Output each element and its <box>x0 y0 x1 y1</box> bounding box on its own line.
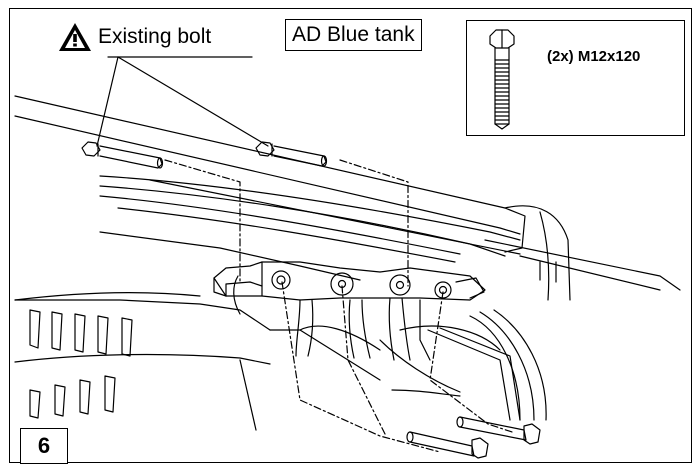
step-number-box: 6 <box>20 428 68 464</box>
nut-1 <box>271 270 291 290</box>
step-number: 6 <box>37 433 51 458</box>
existing-bolt-callout: Existing bolt <box>58 22 211 52</box>
existing-bolt-left <box>81 141 164 169</box>
existing-bolt-label: Existing bolt <box>98 25 212 48</box>
new-bolt-lower <box>406 431 489 459</box>
diagram-title: AD Blue tank <box>285 19 422 51</box>
bolt-hole-2 <box>330 272 354 296</box>
leader-lines <box>96 56 269 147</box>
hex-bolt-icon <box>489 29 515 130</box>
mounting-bracket <box>213 261 486 315</box>
figure-frame <box>9 8 692 463</box>
tank-body <box>14 291 381 431</box>
bolt-hole-3 <box>389 274 411 296</box>
tank-straps <box>295 297 431 361</box>
hoses <box>379 309 547 421</box>
bracket-fasteners <box>271 270 485 299</box>
chassis-rail <box>14 95 681 301</box>
bolt-spec-inset <box>466 20 685 136</box>
alignment-lines <box>164 159 513 453</box>
existing-bolt-right <box>255 141 328 167</box>
new-bolt-upper <box>456 416 541 445</box>
warning-triangle-icon <box>59 23 91 51</box>
bolt-spec-label: (2x) M12x120 <box>547 48 641 65</box>
nut-4 <box>434 281 452 299</box>
